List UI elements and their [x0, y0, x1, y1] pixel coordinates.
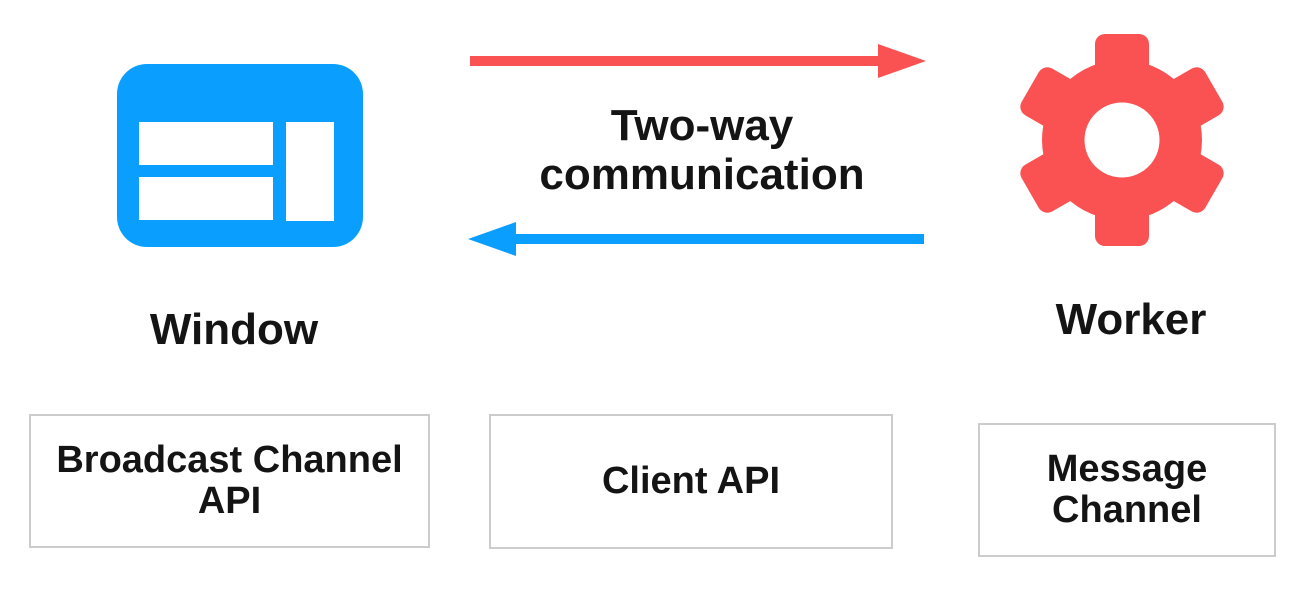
message-channel-box: Message Channel: [978, 423, 1276, 557]
broadcast-channel-api-box: Broadcast Channel API: [29, 414, 430, 548]
gear-icon: [1020, 34, 1224, 246]
window-node-label: Window: [149, 305, 319, 354]
message-channel-label: Message Channel: [1046, 448, 1208, 531]
client-api-label: Client API: [601, 460, 781, 502]
worker-node-label: Worker: [1055, 295, 1207, 344]
connection-label: Two-way communication: [539, 101, 865, 199]
client-api-box: Client API: [489, 414, 893, 549]
arrow-right-icon: [470, 44, 926, 78]
arrow-left-icon: [468, 222, 924, 256]
broadcast-channel-api-label: Broadcast Channel API: [56, 439, 403, 522]
browser-window-icon: [117, 64, 363, 247]
